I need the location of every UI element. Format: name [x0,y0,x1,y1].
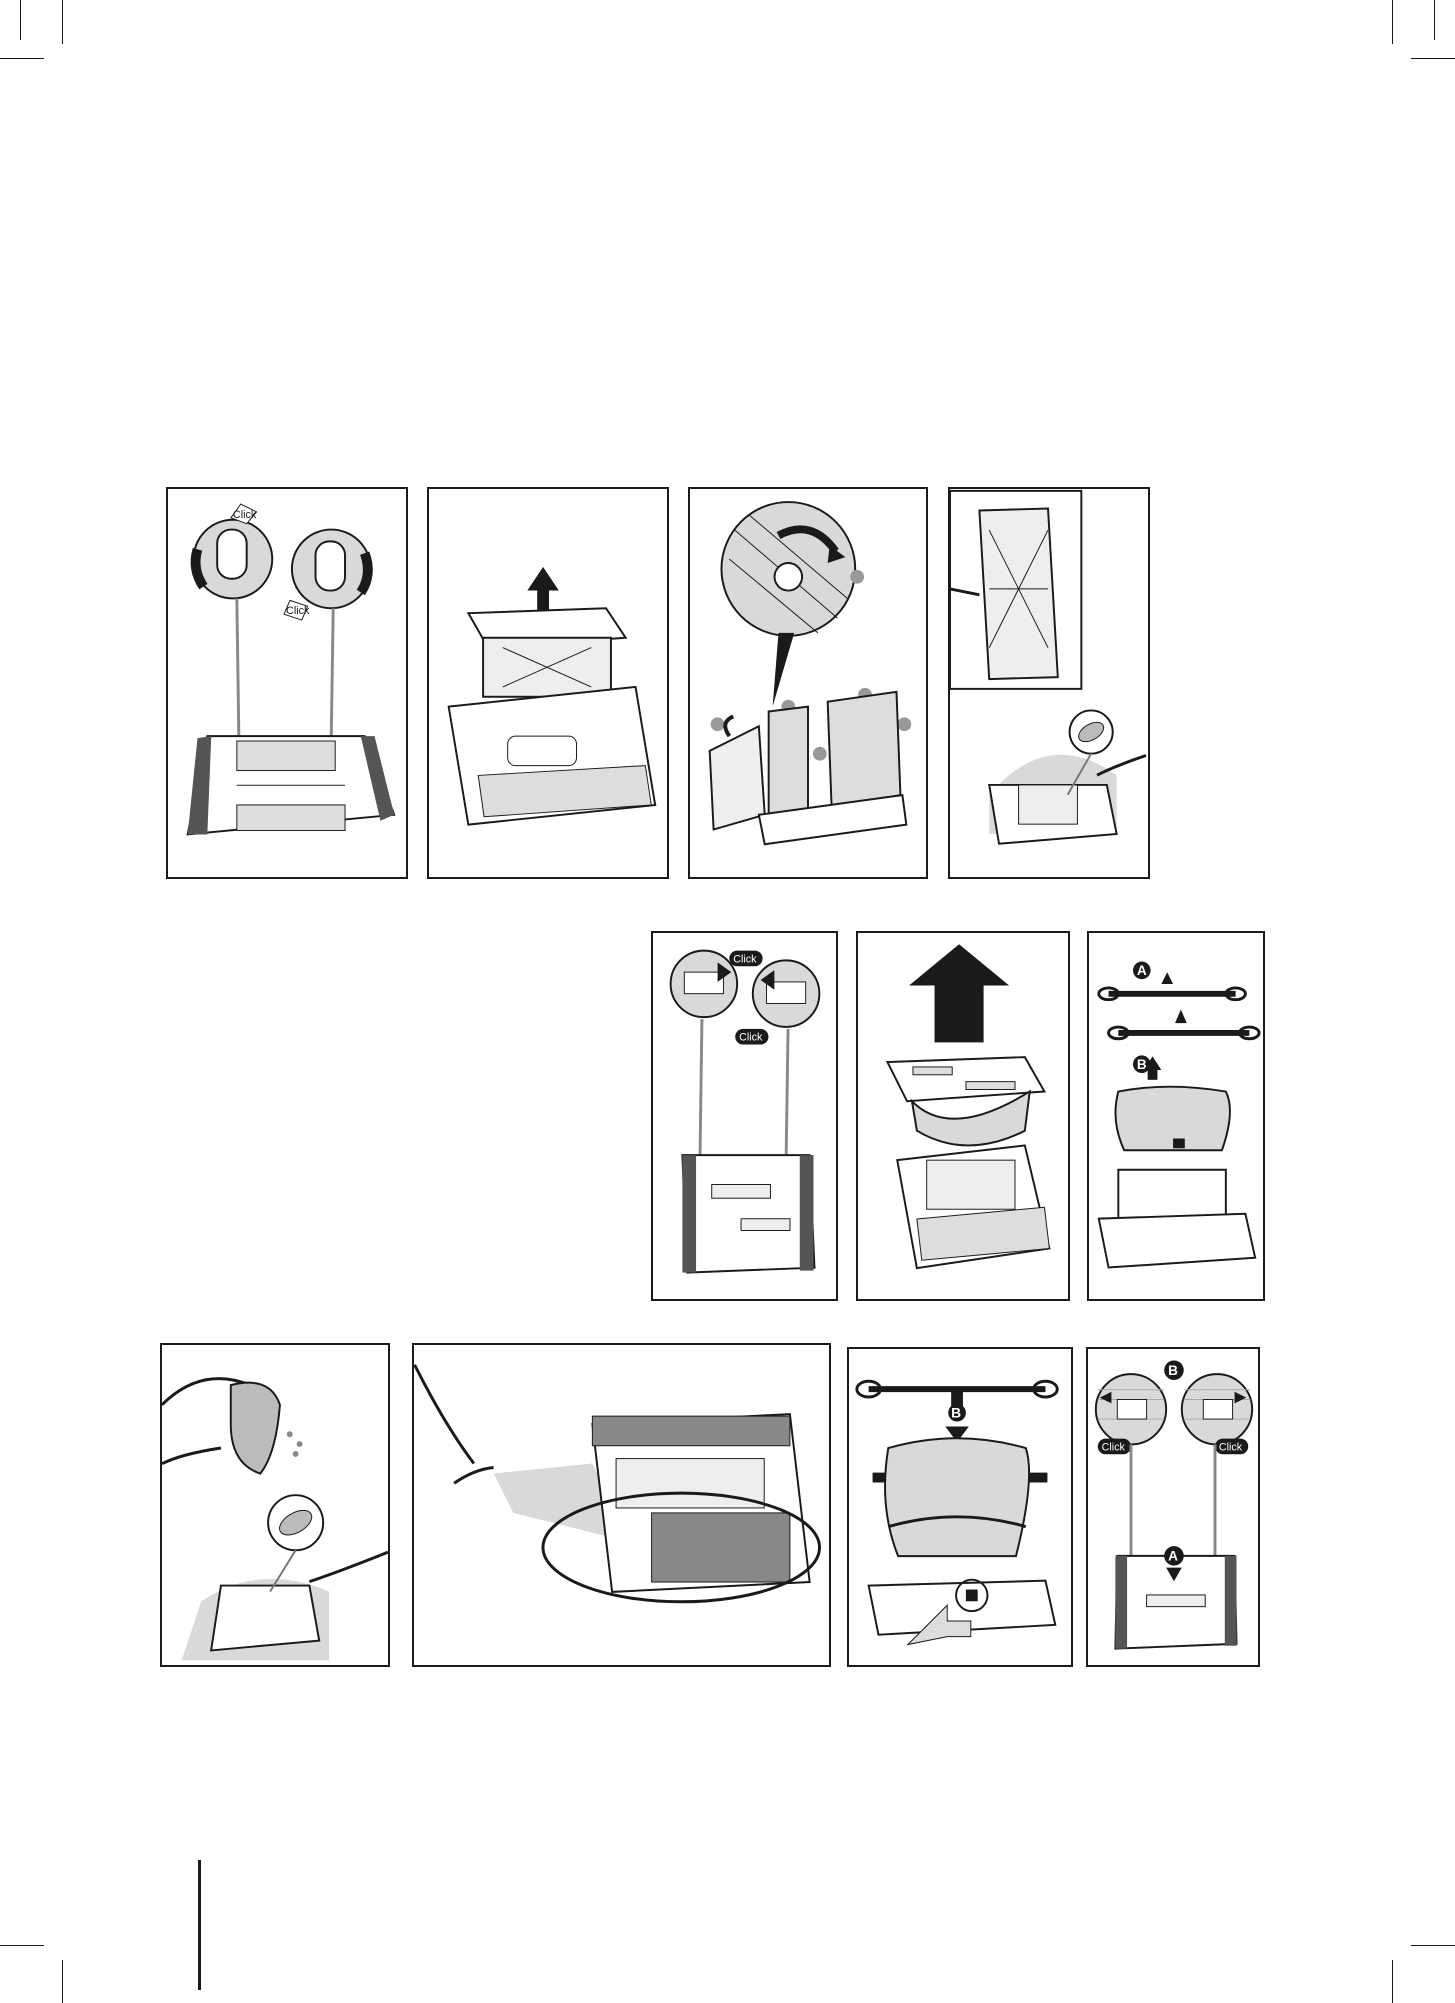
click-label: Click [733,953,757,965]
crop-mark [1434,0,1435,40]
step-label-a: A [1137,963,1147,978]
crop-mark [1392,1960,1393,2003]
figure-rinse-bag [160,1343,390,1667]
figure-rinse-filter [948,487,1150,879]
click-label: Click [286,605,310,617]
clip-unlock-illustration: Click Click [653,933,836,1299]
figure-unlock-latches: Click Click [166,487,408,879]
figure-open-filter-panels [688,487,928,879]
latch-illustration: Click Click [168,489,406,877]
bag-separate-illustration: A B [1089,933,1263,1299]
figure-lift-filter-basket [427,487,669,879]
hose-icon [454,1467,494,1483]
crop-mark [1411,58,1455,59]
bag-rinse-illustration [162,1345,388,1665]
page-edge-rule [198,1860,201,1990]
crop-mark [0,1945,44,1946]
crop-mark [62,1960,63,2003]
filter-rinse-illustration [950,489,1148,877]
bag-reinsert-illustration: B A [849,1349,1071,1665]
figure-separate-bag-frame: A B [1087,931,1265,1301]
hose-icon [1097,756,1146,776]
crop-mark [1392,0,1393,44]
figure-lift-filter-bag [856,931,1070,1301]
figure-rinse-robot-brushes [412,1343,831,1667]
step-label-a: A [1168,1549,1178,1564]
click-label: Click [739,1032,763,1044]
click-label: Click [1219,1441,1243,1453]
crop-mark [1411,1945,1455,1946]
crop-mark [0,58,44,59]
arrow-up-icon [909,944,1009,1042]
filter-open-illustration [690,489,926,877]
step-label-b: B [951,1406,961,1421]
click-label: Click [233,509,257,521]
hose-icon [162,1448,221,1464]
crop-mark [20,0,21,40]
bag-lift-illustration [858,933,1068,1299]
figure-lock-clips: B Click Click A [1086,1347,1260,1667]
robot-rinse-illustration [414,1345,829,1665]
figure-reinsert-bag: B A [847,1347,1073,1667]
step-label-b: B [1168,1363,1178,1378]
filter-lift-illustration [429,489,667,877]
click-label: Click [1102,1441,1126,1453]
crop-mark [62,0,63,44]
figure-unlock-side-clips: Click Click [651,931,838,1301]
clip-lock-illustration: B Click Click A [1088,1349,1258,1665]
